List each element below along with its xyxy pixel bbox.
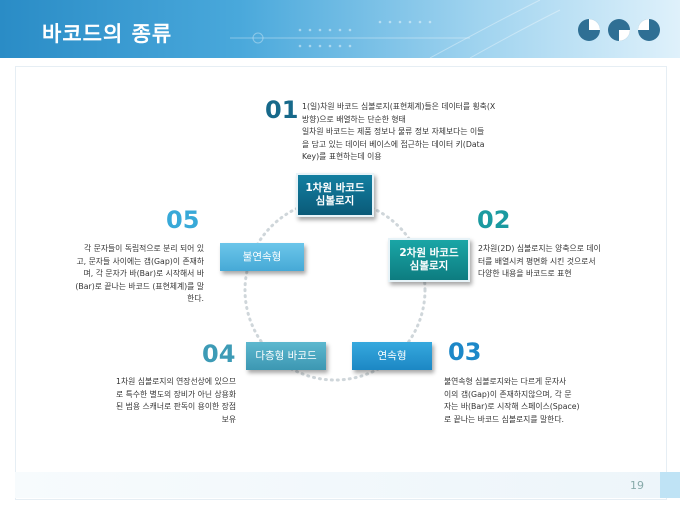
node-1d-symbology: 1차원 바코드 심볼로지 [296,173,374,217]
item-description-03: 불연속형 심볼로지와는 다르게 문자사 이의 갭(Gap)이 존재하지않으며, … [444,376,614,426]
desc-line: Key)를 표현하는데 이용 [302,152,382,161]
page-number: 19 [630,479,644,492]
node-2d-symbology: 2차원 바코드 심볼로지 [388,238,470,282]
item-number-03: 03 [448,338,482,366]
node-2d-line2: 심볼로지 [409,260,449,272]
header-decoration [230,0,660,58]
desc-line: 다양한 내용을 바코드로 표현 [478,269,572,278]
node-continuous: 연속형 [352,342,432,370]
item-description-02: 2차원(2D) 심볼로지는 양축으로 데이 터를 배열시켜 평면화 시킨 것으로… [478,243,638,281]
item-description-05: 각 문자들이 독립적으로 분리 되어 있 고, 문자들 사이에는 갭(Gap)이… [42,243,204,306]
desc-line: 1(일)차원 바코드 심볼로지(표현체계)들은 데이터를 횡축(X [302,102,496,111]
desc-line: 1차원 심볼로지의 연장선상에 있으므 [116,377,236,386]
page-accent [660,472,680,498]
desc-line: 각 문자들이 독립적으로 분리 되어 있 [84,244,204,253]
header-banner: 바코드의 종류 [0,0,680,58]
node-1d-line2: 심볼로지 [315,195,355,207]
item-description-04: 1차원 심볼로지의 연장선상에 있으므 로 특수한 별도의 장비가 아닌 상용화… [74,376,236,426]
desc-line: 된 범용 스캐너로 판독이 용이한 장점 [116,402,236,411]
desc-line: 고, 문자들 사이에는 갭(Gap)이 존재하 [76,256,205,266]
footer-strip [15,472,665,498]
desc-line: 불연속형 심볼로지와는 다르게 문자사 [444,377,567,386]
desc-line: 2차원(2D) 심볼로지는 양축으로 데이 [478,244,601,253]
item-number-01: 01 [265,96,299,124]
item-number-04: 04 [202,340,236,368]
desc-line: 을 담고 있는 데이터 베이스에 접근하는 데이터 키(Data [302,139,485,149]
pie-chart-icons [578,19,660,41]
item-number-05: 05 [166,206,200,234]
node-discrete: 불연속형 [220,243,304,271]
desc-line: 자는 바(Bar)로 시작해 스페이스(Space) [444,402,580,411]
desc-line: 터를 배열시켜 평면화 시킨 것으로서 [478,256,596,266]
desc-line: 로 끝나는 바코드 심볼로지를 말한다. [444,414,564,424]
desc-line: 보유 [221,414,236,424]
desc-line: 로 특수한 별도의 장비가 아닌 상용화 [116,389,236,399]
node-2d-line1: 2차원 바코드 [399,247,459,259]
desc-line: 한다. [187,294,204,303]
item-description-01: 1(일)차원 바코드 심볼로지(표현체계)들은 데이터를 횡축(X 방향)으로 … [302,101,562,164]
page-title: 바코드의 종류 [42,22,173,46]
desc-line: 일차원 바코드는 제품 정보나 물류 정보 자체보다는 이들 [302,127,485,136]
desc-line: 방향)으로 배열하는 단순한 형태 [302,114,406,124]
desc-line: 이의 갭(Gap)이 존재하지않으며, 각 문 [444,389,572,399]
desc-line: (Bar)로 끝나는 바코드 (표현체계)를 말 [75,281,204,291]
item-number-02: 02 [477,206,511,234]
node-multilayer: 다층형 바코드 [246,342,326,370]
content-frame [15,66,667,500]
desc-line: 며, 각 문자가 바(Bar)로 시작해서 바 [83,269,204,278]
node-1d-line1: 1차원 바코드 [305,182,365,194]
